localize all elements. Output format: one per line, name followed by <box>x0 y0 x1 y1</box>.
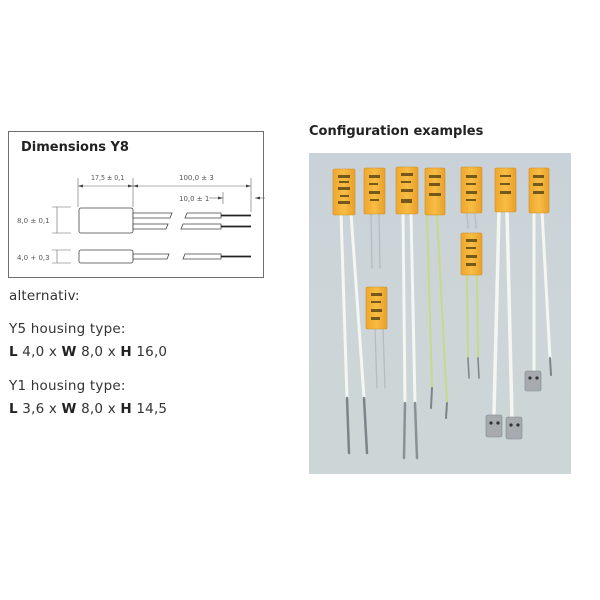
y5-dimensions: L 4,0 x W 8,0 x H 16,0 <box>9 344 167 360</box>
label-lead-length: 100,0 ± 3 <box>179 174 214 182</box>
y1-h-value: 14,5 <box>131 401 168 417</box>
configuration-title: Configuration examples <box>309 124 484 139</box>
label-thickness: 4,0 + 0,3 <box>17 254 50 262</box>
label-strip-length: 10,0 ± 1 <box>179 195 209 203</box>
dimensions-panel: Dimensions Y8 <box>8 131 265 278</box>
y1-l-key: L <box>9 401 18 417</box>
y5-h-value: 16,0 <box>131 344 168 360</box>
y5-w-value: 8,0 x <box>76 344 121 360</box>
y1-w-key: W <box>61 401 77 417</box>
configuration-photo <box>309 153 571 474</box>
dimensions-title: Dimensions Y8 <box>21 140 129 155</box>
y1-h-key: H <box>120 401 132 417</box>
dimension-drawing: 17,5 ± 0,1 100,0 ± 3 10,0 ± 1 8,0 ± 0,1 … <box>17 174 265 264</box>
y1-label: Y1 housing type: <box>9 378 126 394</box>
components-photo-illustration <box>332 166 552 460</box>
y1-w-value: 8,0 x <box>76 401 121 417</box>
y5-l-key: L <box>9 344 18 360</box>
y1-l-value: 3,6 x <box>17 401 62 417</box>
y5-label: Y5 housing type: <box>9 321 126 337</box>
y1-dimensions: L 3,6 x W 8,0 x H 14,5 <box>9 401 167 417</box>
y5-w-key: W <box>61 344 77 360</box>
y5-h-key: H <box>120 344 132 360</box>
label-height: 8,0 ± 0,1 <box>17 217 50 225</box>
label-body-length: 17,5 ± 0,1 <box>91 174 124 182</box>
alternative-heading: alternativ: <box>9 288 80 304</box>
y5-l-value: 4,0 x <box>17 344 62 360</box>
